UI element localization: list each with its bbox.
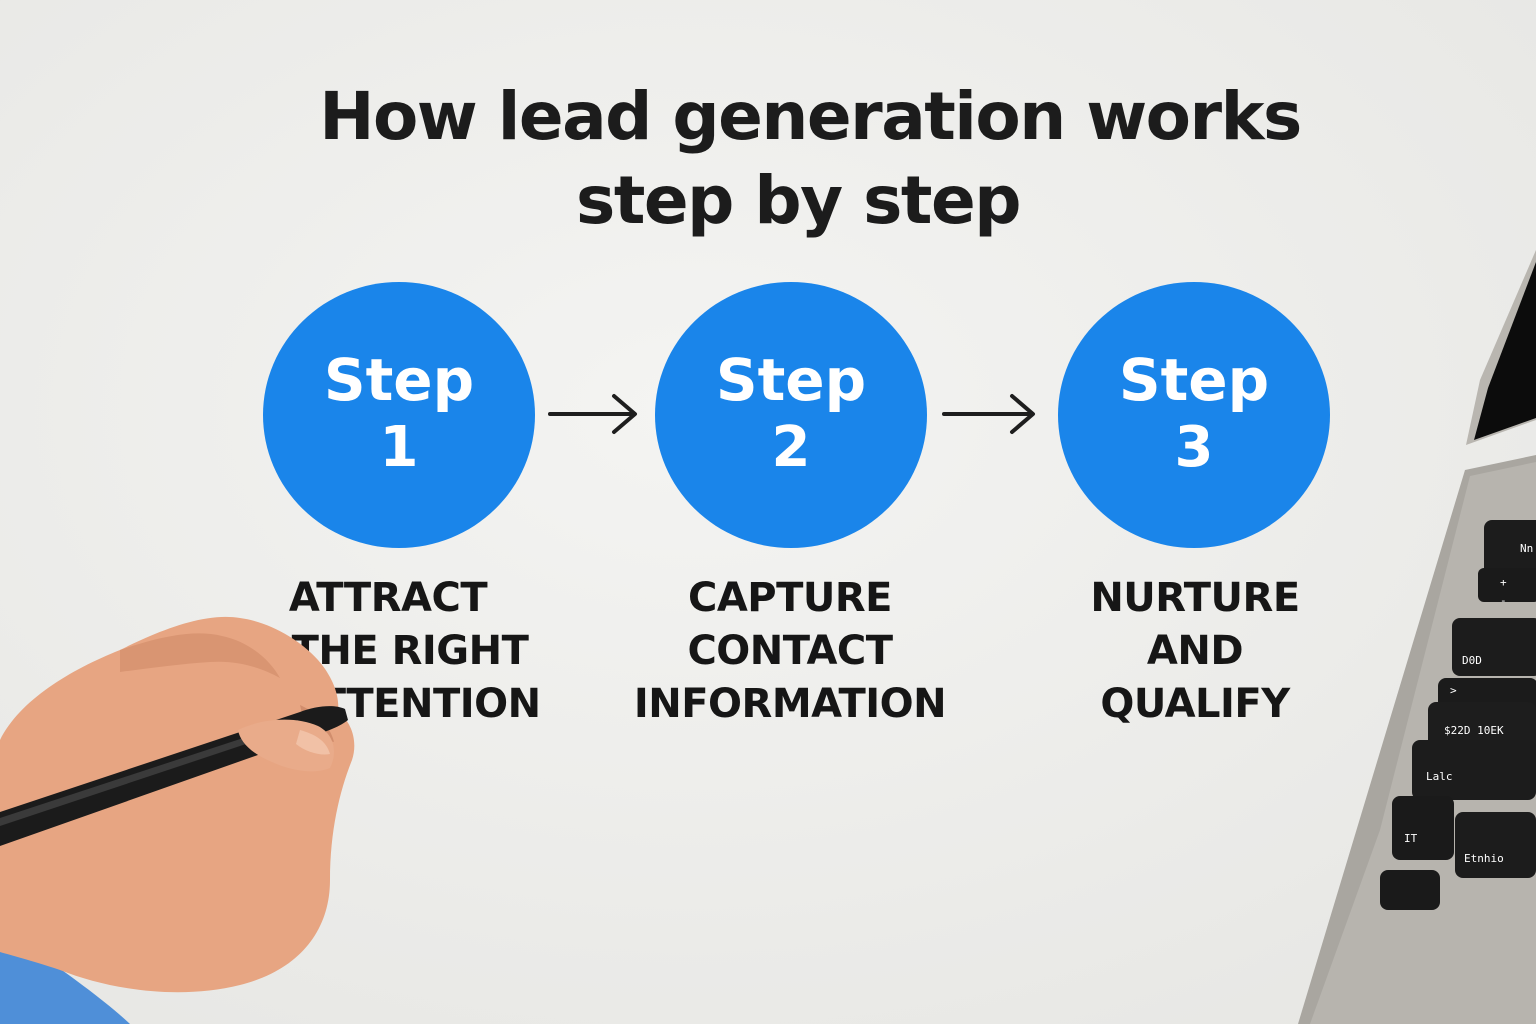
step-1-word: Step — [323, 346, 475, 414]
step-1-label-line: ATTRACT — [288, 575, 488, 621]
laptop-key-labels: Nn + - D0D > $22D 10EK Lalc IT Etnhio — [1404, 542, 1533, 865]
laptop-image: Nn + - D0D > $22D 10EK Lalc IT Etnhio — [1298, 250, 1536, 1024]
step-2-label-line: INFORMATION — [633, 681, 947, 727]
step-3-word: Step — [1118, 346, 1270, 414]
laptop-key-label: Nn — [1520, 542, 1533, 555]
step-2-label-line: CAPTURE — [687, 575, 893, 621]
step-3-label-line: NURTURE — [1090, 575, 1300, 621]
laptop-keyboard — [1380, 520, 1536, 910]
step-3-circle: Step 3 — [1058, 282, 1330, 548]
laptop-key-label: + — [1500, 576, 1507, 589]
laptop-key-label: $22D 10EK — [1444, 724, 1504, 737]
step-2-label: CAPTURE CONTACT INFORMATION — [610, 572, 970, 731]
laptop-key-label: D0D — [1462, 654, 1482, 667]
laptop-key-label: IT — [1404, 832, 1418, 845]
step-3-label-line: QUALIFY — [1100, 681, 1290, 727]
step-1-label-line: THE RIGHT — [291, 628, 529, 674]
arrow-step-1-to-2 — [548, 394, 637, 434]
step-2-word: Step — [715, 346, 867, 414]
arrow-step-2-to-3 — [942, 394, 1035, 434]
diagram-title-line-1: How lead generation works — [319, 78, 1302, 155]
step-1-number: 1 — [379, 415, 419, 480]
diagram-title-line-2: step by step — [576, 162, 1021, 239]
laptop-key-label: - — [1500, 594, 1507, 607]
step-2-number: 2 — [771, 415, 811, 480]
laptop-key-label: > — [1450, 684, 1457, 697]
step-3-label: NURTURE AND QUALIFY — [1015, 572, 1375, 731]
laptop-key-label: Etnhio — [1464, 852, 1504, 865]
laptop-key-label: Lalc — [1426, 770, 1453, 783]
step-2-circle: Step 2 — [655, 282, 927, 548]
step-3-label-line: AND — [1146, 628, 1244, 674]
step-2-label-line: CONTACT — [687, 628, 893, 674]
step-3-number: 3 — [1174, 415, 1214, 480]
hand-with-pen-image — [0, 616, 355, 1024]
step-1-circle: Step 1 — [263, 282, 535, 548]
